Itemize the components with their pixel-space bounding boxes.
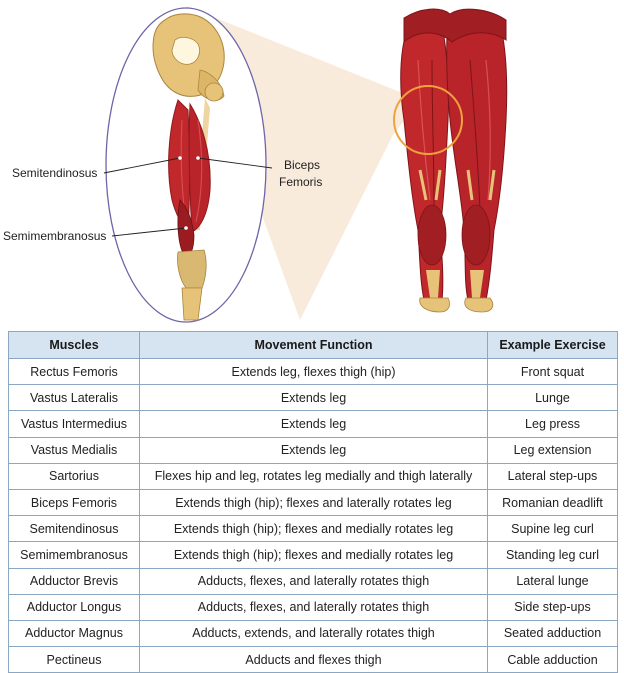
hamstring-illustration: Semitendinosus Biceps Femoris Semimembra… [3, 6, 508, 323]
function-cell: Extends leg [139, 436, 488, 464]
muscle-cell: Vastus Lateralis [8, 384, 140, 412]
header-muscles: Muscles [8, 331, 140, 359]
exercise-cell: Leg press [487, 410, 618, 438]
muscle-cell: Adductor Magnus [8, 619, 140, 648]
exercise-cell: Lateral step-ups [487, 462, 618, 490]
exercise-cell: Leg extension [487, 436, 618, 464]
function-cell: Extends leg [139, 410, 488, 438]
pelvis-bone [152, 13, 225, 102]
biceps-femoris-muscle [188, 102, 211, 233]
header-example-exercise: Example Exercise [487, 331, 618, 359]
exercise-cell: Lateral lunge [487, 567, 618, 595]
biceps-femoris-line [197, 157, 273, 169]
function-cell: Extends thigh (hip); flexes and medially… [139, 541, 488, 569]
function-cell: Adducts, extends, and laterally rotates … [139, 619, 488, 648]
label-semitendinosus: Semitendinosus [12, 166, 97, 180]
muscle-cell: Rectus Femoris [8, 357, 140, 386]
exercise-cell: Lunge [487, 384, 618, 412]
function-cell: Flexes hip and leg, rotates leg medially… [139, 462, 488, 490]
muscle-function-table: Muscles Movement Function Example Exerci… [8, 331, 618, 673]
label-biceps-femoris-line2: Femoris [279, 175, 322, 189]
exercise-cell: Supine leg curl [487, 515, 618, 543]
exercise-cell: Romanian deadlift [487, 488, 618, 517]
function-cell: Extends thigh (hip); flexes and laterall… [139, 488, 488, 517]
function-cell: Extends leg [139, 384, 488, 412]
muscle-cell: Vastus Medialis [8, 436, 140, 464]
table-header-row: Muscles Movement Function Example Exerci… [8, 331, 618, 359]
label-biceps-femoris-line1: Biceps [284, 158, 320, 172]
muscle-cell: Semitendinosus [8, 515, 140, 543]
function-cell: Adducts, flexes, and laterally rotates t… [139, 593, 488, 621]
function-cell: Adducts, flexes, and laterally rotates t… [139, 567, 488, 595]
function-cell: Extends leg, flexes thigh (hip) [139, 357, 488, 386]
function-cell: Adducts and flexes thigh [139, 646, 488, 673]
semimembranosus-line [111, 227, 187, 237]
muscle-cell: Semimembranosus [8, 541, 140, 569]
muscle-cell: Adductor Longus [8, 593, 140, 621]
muscle-cell: Biceps Femoris [8, 488, 140, 517]
header-movement-function: Movement Function [139, 331, 488, 359]
semitendinosus-line [103, 157, 181, 174]
exercise-cell: Side step-ups [487, 593, 618, 621]
label-semimembranosus: Semimembranosus [3, 229, 106, 243]
muscle-cell: Vastus Intermedius [8, 410, 140, 438]
muscle-cell: Sartorius [8, 462, 140, 490]
exercise-cell: Seated adduction [487, 619, 618, 648]
highlight-circle [393, 85, 463, 155]
exercise-cell: Standing leg curl [487, 541, 618, 569]
muscle-cell: Adductor Brevis [8, 567, 140, 595]
exercise-cell: Front squat [487, 357, 618, 386]
knee-and-shin [177, 249, 207, 321]
full-legs-back-view [400, 8, 508, 313]
function-cell: Extends thigh (hip); flexes and medially… [139, 515, 488, 543]
